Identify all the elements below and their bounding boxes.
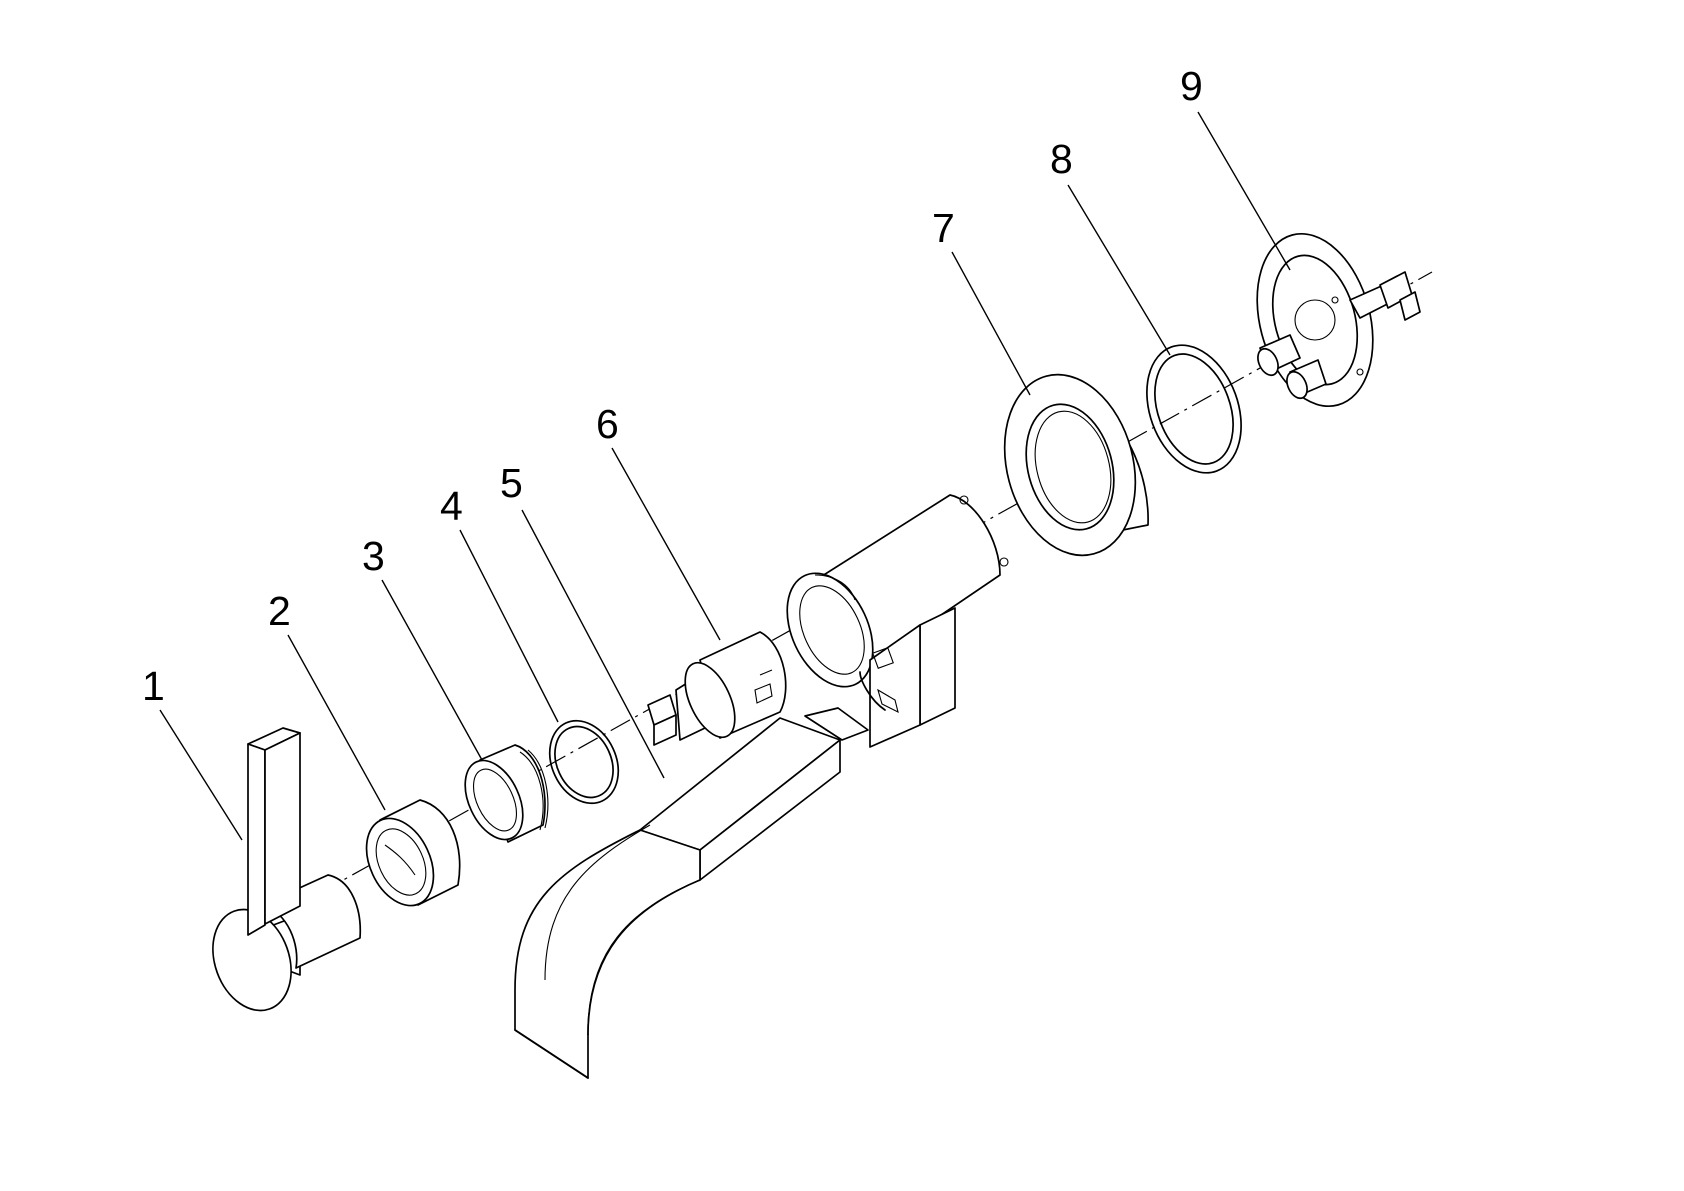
callout-3: 3 — [362, 533, 385, 579]
leader-8 — [1067, 184, 1171, 356]
part-3-threaded-nut — [464, 744, 549, 843]
part-2-cover-cap — [365, 799, 461, 907]
callout-9: 9 — [1180, 63, 1203, 109]
part-7-escutcheon-ring — [1003, 373, 1149, 557]
callout-7: 7 — [932, 205, 955, 251]
part-1-lever-handle — [212, 727, 362, 1012]
part-4-o-ring — [548, 719, 620, 805]
leader-4 — [459, 529, 559, 723]
leader-7 — [951, 251, 1031, 396]
part-6-cartridge — [647, 631, 787, 746]
callout-1: 1 — [142, 663, 165, 709]
part-9-concealed-valve-body — [1256, 232, 1421, 408]
leader-9 — [1197, 111, 1291, 271]
callout-6: 6 — [596, 401, 619, 447]
callout-5: 5 — [500, 460, 523, 506]
callout-8: 8 — [1050, 136, 1073, 182]
leader-1 — [159, 709, 243, 841]
leader-6 — [611, 447, 721, 641]
leader-3 — [381, 579, 483, 761]
callout-labels: 1 2 3 4 5 6 7 8 9 — [142, 63, 1203, 709]
leader-2 — [287, 634, 386, 811]
callout-4: 4 — [440, 483, 463, 529]
part-8-seal-ring — [1146, 344, 1242, 474]
callout-2: 2 — [268, 588, 291, 634]
leader-5 — [521, 509, 665, 779]
leader-lines — [159, 111, 1291, 841]
part-5-spout-body — [514, 494, 1009, 1079]
